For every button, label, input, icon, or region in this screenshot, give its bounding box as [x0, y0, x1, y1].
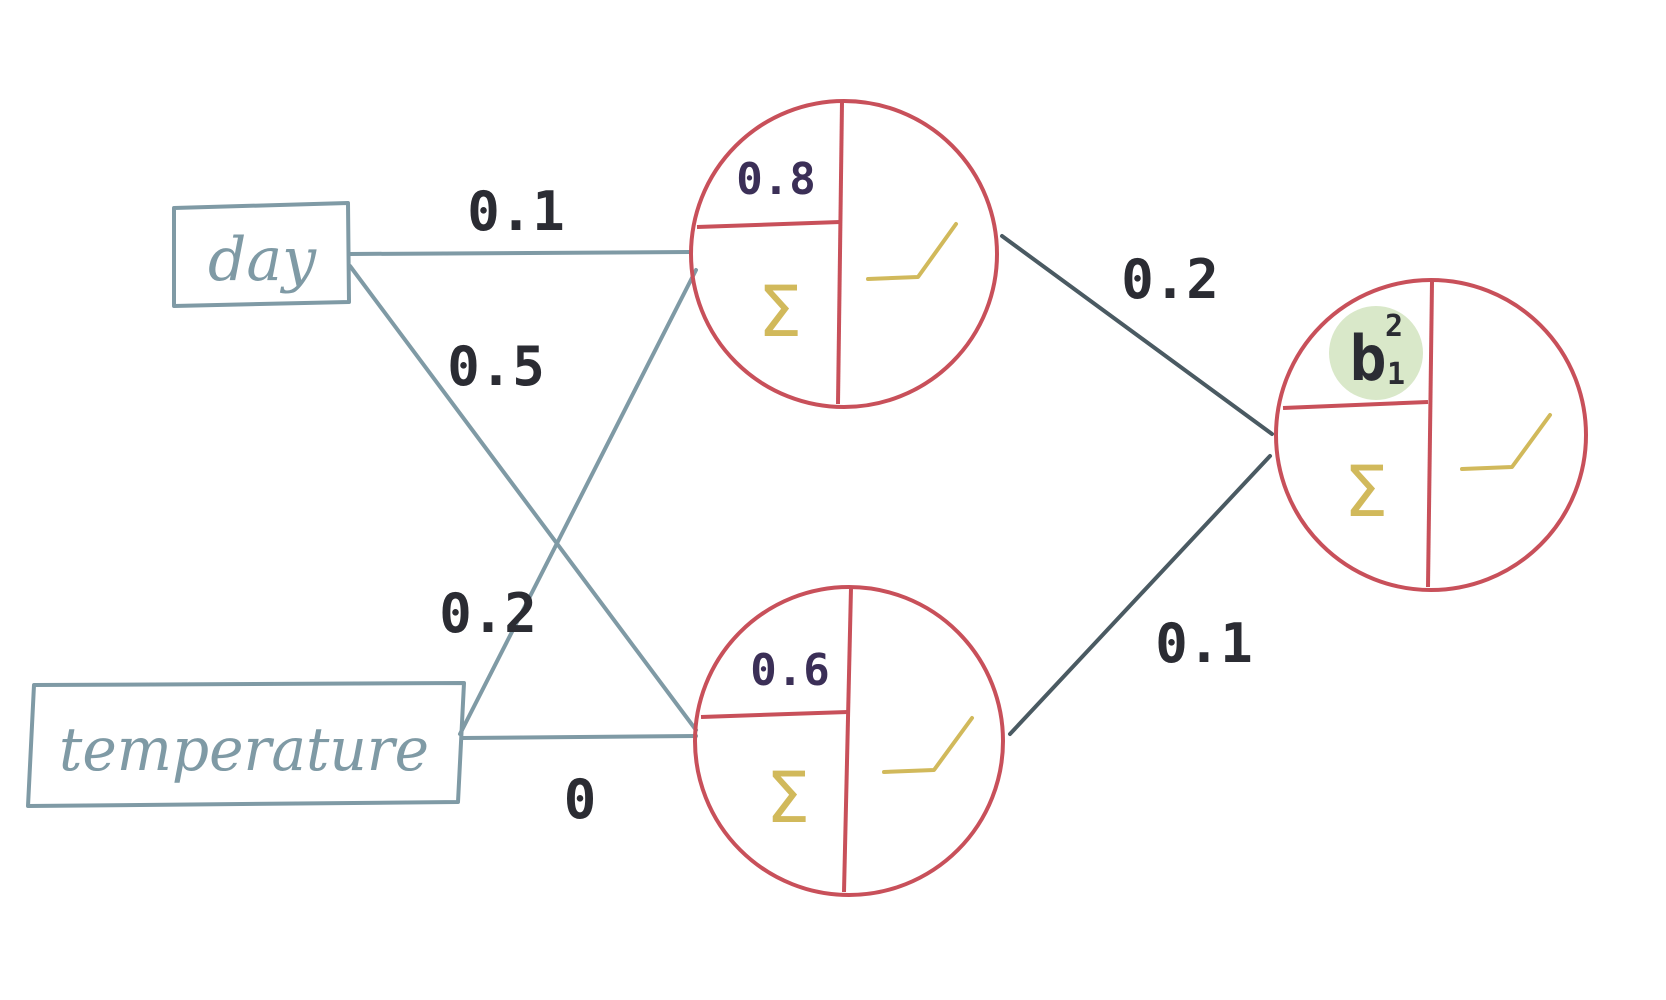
input-day: day — [172, 201, 351, 308]
neuron-bottom-sigma-icon: Σ — [766, 757, 810, 839]
input-edges — [348, 250, 698, 740]
neuron-bottom-bias: 0.6 — [750, 645, 829, 696]
neuron-output-vertical-divider — [1426, 281, 1434, 588]
neuron-output-sigma-icon: Σ — [1344, 451, 1388, 533]
neuron-top-bias: 0.8 — [736, 154, 815, 205]
edge-bottom-to-output-neuron — [1008, 454, 1272, 736]
weight-top-to-output: 0.2 — [1121, 248, 1219, 311]
neuron-top-sigma-icon: Σ — [758, 271, 802, 353]
edge-day-to-top-neuron — [348, 250, 692, 256]
input-temperature-label: temperature — [59, 715, 429, 785]
neuron-top-vertical-divider — [836, 101, 844, 405]
input-temperature-box — [26, 681, 466, 808]
neuron-top-relu-icon — [866, 222, 958, 281]
edge-top-to-output-neuron — [1000, 234, 1274, 436]
input-day-label: day — [208, 225, 317, 295]
neuron-output-outline — [1274, 278, 1588, 592]
edge-temperature-to-top-neuron — [458, 268, 698, 736]
neuron-output-relu-icon — [1460, 413, 1552, 471]
weight-day-to-bottom: 0.5 — [447, 335, 545, 398]
output-edges — [1000, 234, 1274, 736]
edge-temperature-to-bottom-neuron — [460, 734, 698, 740]
weight-bottom-to-output: 0.1 — [1155, 612, 1253, 675]
neuron-bottom: 0.6 Σ — [693, 585, 1005, 897]
weight-day-to-top: 0.1 — [467, 180, 565, 243]
neuron-top: 0.8 Σ — [689, 99, 999, 409]
weight-temperature-to-top: 0.2 — [439, 582, 537, 645]
neuron-bottom-relu-icon — [882, 716, 974, 774]
neuron-bottom-outline — [693, 585, 1005, 897]
neuron-top-outline — [689, 99, 999, 409]
weight-labels: 0.1 0.5 0.2 0 0.2 0.1 — [439, 180, 1253, 831]
edge-day-to-bottom-neuron — [348, 264, 698, 732]
neuron-top-horizontal-divider — [696, 220, 841, 229]
neuron-output-bias-subscript: 1 — [1387, 357, 1405, 392]
neuron-output-bias-superscript: 2 — [1385, 309, 1403, 344]
neuron-output-horizontal-divider — [1282, 400, 1429, 410]
neuron-bottom-horizontal-divider — [700, 710, 849, 719]
weight-temperature-to-bottom: 0 — [564, 768, 597, 831]
neuron-bottom-vertical-divider — [842, 587, 853, 893]
input-temperature: temperature — [26, 681, 466, 808]
input-day-box — [172, 201, 351, 308]
neuron-output: b 2 1 Σ — [1274, 278, 1588, 592]
neuron-output-bias-symbol: b — [1349, 322, 1386, 395]
neuron-output-bias-highlight — [1329, 306, 1423, 400]
